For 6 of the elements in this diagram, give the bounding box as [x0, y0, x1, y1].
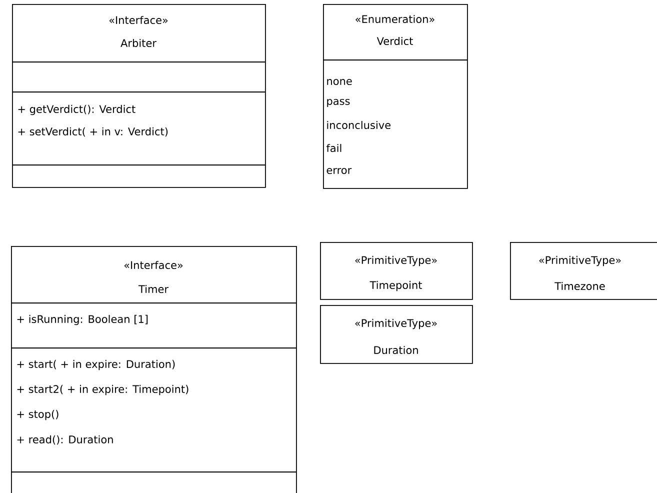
class-box: «Interface» Arbiter + getVerdict(): Verdict + setVerdict( + in v: Verdict) — [12, 4, 266, 188]
class-box: «PrimitiveType» Duration — [320, 305, 473, 364]
class-box: «Enumeration» Verdict none pass inconclusive fail error — [322, 4, 468, 189]
class-box: «Interface» Timer + isRunning: Boolean [1] + start( + in expire: Duration) + start2( + in expire: Timepoint) + stop() + read(): Duration — [10, 246, 297, 493]
class-box: «PrimitiveType» Timepoint — [320, 242, 473, 300]
class-box: «PrimitiveType» Timezone — [510, 242, 657, 300]
